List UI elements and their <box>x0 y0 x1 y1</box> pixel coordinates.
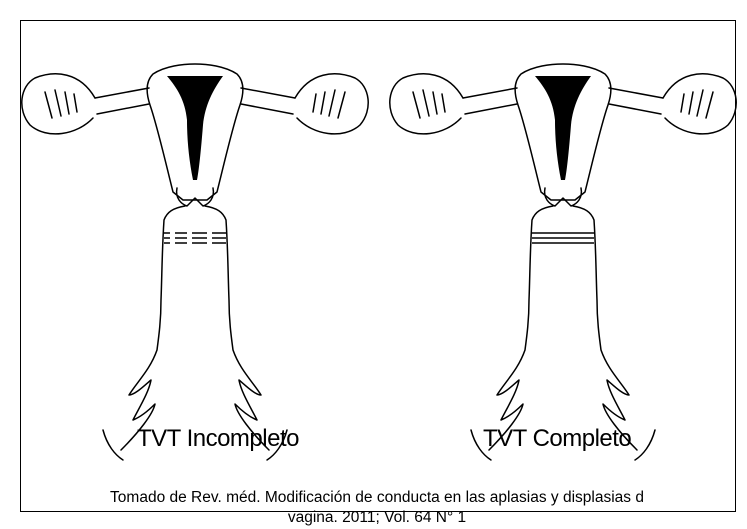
septum-incomplete <box>164 233 226 243</box>
caption-line-1: Tomado de Rev. méd. Modificación de cond… <box>6 488 747 508</box>
label-tvt-incompleto: TVT Incompleto <box>137 425 299 453</box>
label-tvt-completo: TVT Completo <box>483 425 631 453</box>
uterine-cavity <box>167 76 223 180</box>
uterine-cavity <box>535 76 591 180</box>
tract-incomplete <box>22 64 368 460</box>
septum-complete <box>532 233 594 243</box>
caption-line-2: vagina. 2011; Vol. 64 N° 1 <box>6 508 747 528</box>
source-caption: Tomado de Rev. méd. Modificación de cond… <box>6 488 747 528</box>
tract-complete <box>390 64 736 460</box>
